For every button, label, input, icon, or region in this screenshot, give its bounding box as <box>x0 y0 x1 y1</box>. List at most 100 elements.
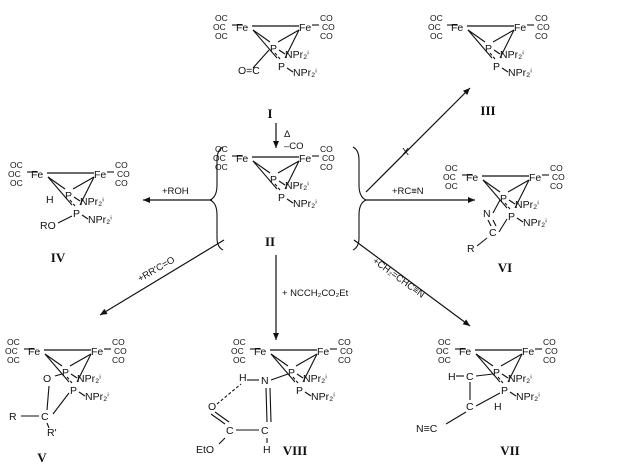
r-prime-label: R' <box>47 427 57 439</box>
c-n-double-bond <box>265 387 268 423</box>
co-ligand-label: OC <box>7 355 20 365</box>
co-ligand-label: CO <box>535 13 548 23</box>
co-ligand-label: CO <box>117 169 130 179</box>
p-n-bond <box>296 373 304 379</box>
carbon-label: C <box>261 425 269 437</box>
oxygen-label: O <box>208 401 216 413</box>
co-ligand-label: OC <box>233 355 246 365</box>
reagent-nitrile: +RC≡N <box>392 186 424 197</box>
n-p-bond <box>270 373 289 381</box>
phosphorus-atom-label: P <box>73 208 80 220</box>
hydride-label: H <box>46 194 54 206</box>
c-o-double-bond <box>210 413 226 425</box>
p-o-bond <box>57 215 73 224</box>
fe-p-bond <box>44 353 63 367</box>
co-ligand-label: OC <box>215 162 228 172</box>
n-p-bond <box>492 199 501 214</box>
co-ligand-label: OC <box>428 22 441 32</box>
amine-group-label: NPr₂ⁱ <box>285 49 309 61</box>
amine-group-label: NPr₂ⁱ <box>293 67 317 79</box>
iron-atom-label: Fe <box>522 346 534 358</box>
co-ligand-label: CO <box>340 346 353 356</box>
co-ligand-label: OC <box>443 172 456 182</box>
co-ligand-label: OC <box>213 22 226 32</box>
c-r-bond <box>46 422 50 429</box>
amine-group-label: NPr₂ⁱ <box>80 196 104 208</box>
co-ligand-label: CO <box>537 22 550 32</box>
iron-atom-label: Fe <box>91 346 103 358</box>
amine-group-label: NPr₂ⁱ <box>515 199 539 211</box>
amine-group-label: NPr₂ⁱ <box>508 373 532 385</box>
co-ligand-label: CO <box>550 181 563 191</box>
fe-p-bond <box>72 176 95 190</box>
iron-atom-label: Fe <box>236 22 248 34</box>
hydrogen-label: H <box>494 401 502 413</box>
carbon-label: C <box>466 401 474 413</box>
c-p-bond <box>498 218 508 233</box>
p-p-bond <box>66 376 73 384</box>
co-ligand-label: OC <box>445 163 458 173</box>
fe-p-bond <box>277 160 300 174</box>
co-ligand-label: CO <box>115 178 128 188</box>
co-ligand-label: OC <box>436 346 449 356</box>
fe-p-bond <box>270 353 296 383</box>
o-c-bond <box>46 385 50 411</box>
arrow-II-to-III <box>365 87 471 193</box>
phosphorus-atom-label: P <box>493 61 500 73</box>
fe-p-bond <box>76 353 92 383</box>
phosphorus-atom-label: P <box>501 385 508 397</box>
fe-p-bond <box>284 29 300 59</box>
fe-p-bond <box>277 29 300 43</box>
condition-co-loss: –CO <box>284 141 304 152</box>
carbon-label: C <box>226 425 234 437</box>
c-p-bond <box>475 373 494 377</box>
co-ligand-label: CO <box>338 337 351 347</box>
amine-group-label: NPr₂ⁱ <box>285 180 309 192</box>
co-ligand-label: CO <box>320 31 333 41</box>
c-o-double-bond <box>214 411 230 423</box>
phosphorus-atom-label: P <box>270 174 277 186</box>
fe-p-bond <box>467 29 486 43</box>
amine-group-label: NPr₂ⁱ <box>293 198 317 210</box>
co-ligand-label: CO <box>545 346 558 356</box>
hydrogen-label: H <box>239 372 247 384</box>
co-ligand-label: OC <box>215 144 228 154</box>
p-n-bond <box>70 373 78 379</box>
fe-p-bond <box>252 29 271 43</box>
phosphorus-atom-label: P <box>288 367 295 379</box>
p-p-bond <box>489 52 496 60</box>
arrow-II-to-V <box>99 239 225 316</box>
condition-heat: Δ <box>284 129 291 140</box>
amine-group-label: NPr₂ⁱ <box>500 49 524 61</box>
p-n-bond <box>286 67 294 73</box>
nitrile-label: N≡C <box>416 423 438 435</box>
phosphorus-atom-label: P <box>508 211 515 223</box>
iron-atom-label: Fe <box>254 346 266 358</box>
co-ligand-label: CO <box>535 31 548 41</box>
co-ligand-label: OC <box>430 31 443 41</box>
co-ligand-label: CO <box>115 160 128 170</box>
co-ligand-label: OC <box>438 355 451 365</box>
amine-group-label: NPr₂ⁱ <box>516 391 540 403</box>
carbon-label: C <box>489 227 497 239</box>
p-n-bond <box>501 67 509 73</box>
iron-atom-label: Fe <box>28 346 40 358</box>
alkoxy-label: RO <box>40 220 56 232</box>
phosphorus-atom-label: P <box>485 43 492 55</box>
r-group-label: R <box>467 243 475 255</box>
p-n-bond <box>493 49 501 55</box>
p-n-bond <box>278 180 286 186</box>
compound-label-IV: IV <box>51 250 66 265</box>
fe-p-bond <box>252 29 278 59</box>
phosphorus-atom-label: P <box>296 385 303 397</box>
co-ligand-label: OC <box>7 337 20 347</box>
p-n-bond <box>508 199 516 205</box>
co-ligand-label: OC <box>213 153 226 163</box>
nitrogen-label: N <box>483 208 491 220</box>
